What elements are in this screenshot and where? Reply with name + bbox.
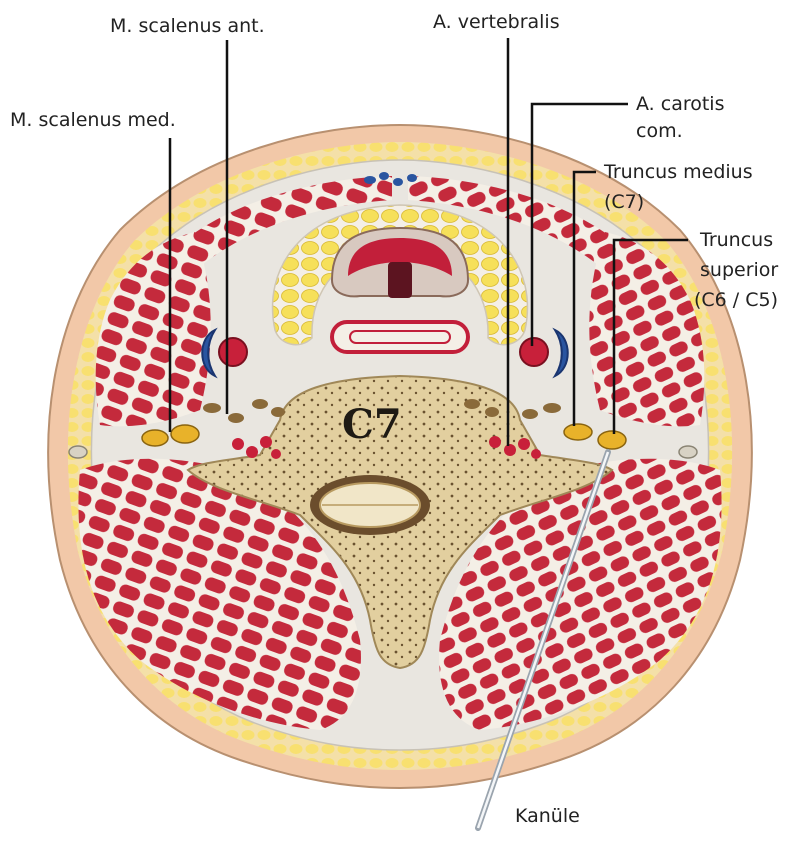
external-jugular-left [69,446,87,458]
label-kanule: Kanüle [515,805,580,827]
label-vertebralis: A. vertebralis [433,11,560,33]
label-truncus-medius-line2: (C7) [604,191,644,213]
common-carotid-artery-right [520,338,548,366]
external-jugular-right [679,446,697,458]
label-scalenus-med: M. scalenus med. [10,109,176,131]
vertebra-label: C7 [342,401,402,448]
label-truncus-superior-line3: (C6 / C5) [694,289,778,311]
label-truncus-superior-line1: Truncus [699,229,773,251]
label-carotis-line1: A. carotis [636,93,724,115]
label-truncus-medius-line1: Truncus medius [603,161,753,183]
airway [388,262,412,298]
truncus-medius-right [564,424,592,440]
truncus-superior-right [598,431,626,449]
label-carotis-line2: com. [636,120,683,142]
common-carotid-artery-left [219,338,247,366]
esophagus [332,322,468,352]
label-scalenus-ant: M. scalenus ant. [110,15,265,37]
label-truncus-superior-line2: superior [700,259,778,281]
